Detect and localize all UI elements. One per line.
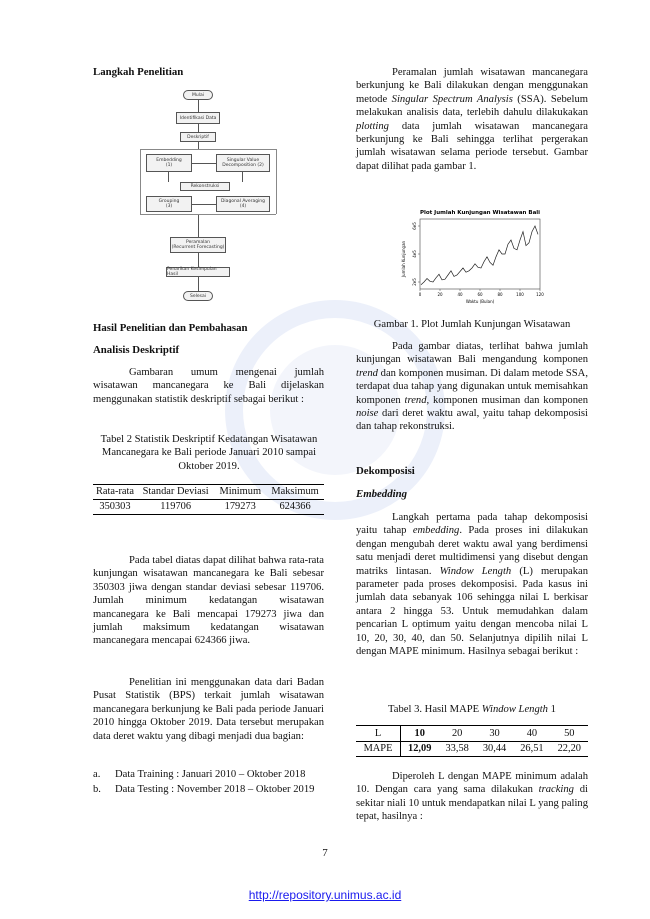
chart-xlabel: Waktu (Bulan) xyxy=(466,299,495,304)
flow-recon: Rekonstruksi xyxy=(180,182,230,191)
t2-h2: Standar Deviasi xyxy=(142,486,209,497)
t3-r1c1: 10 xyxy=(414,728,425,739)
para-pada-tabel: Pada tabel diatas dapat dilihat bahwa ra… xyxy=(93,555,324,647)
table2: Rata-rata Standar Deviasi Minimum Maksim… xyxy=(93,484,324,515)
flow-diag: Diagonal Averaging(4) xyxy=(216,196,270,212)
heading-embedding: Embedding xyxy=(356,488,407,500)
t3-r1c0: L xyxy=(356,725,401,742)
t3-r1c4: 40 xyxy=(526,728,538,739)
table3: L 10 20 30 40 50 MAPE 12,09 33,58 30,44 … xyxy=(356,725,588,757)
t3-r2c0: MAPE xyxy=(356,741,401,757)
t3-r1c2: 20 xyxy=(451,728,463,739)
t3-r2c1: 12,09 xyxy=(408,743,432,754)
t2-h4: Maksimum xyxy=(271,486,319,497)
y-tick-label: 2e5 xyxy=(412,278,417,286)
flow-group: Grouping(3) xyxy=(146,196,192,212)
t2-c2: 119706 xyxy=(160,501,192,512)
heading-hasil: Hasil Penelitian dan Pembahasan xyxy=(93,322,248,334)
y-tick-label: 4e5 xyxy=(412,250,417,258)
flow-ident: Identifikasi Data xyxy=(176,112,220,124)
chart-frame xyxy=(419,218,541,290)
chart-title: Plot Jumlah Kunjungan Wisatawan Bali xyxy=(420,210,540,216)
chart-svg: Plot Jumlah Kunjungan Wisatawan Bali Jum… xyxy=(401,210,544,304)
series-line xyxy=(420,225,539,286)
t2-c3: 179273 xyxy=(224,501,256,512)
t3-r2c3: 30,44 xyxy=(482,743,507,754)
heading-dekomposisi: Dekomposisi xyxy=(356,465,415,477)
x-tick-label: 40 xyxy=(457,292,463,297)
flow-concl: Penarikan Kesimpulan Hasil xyxy=(166,267,230,277)
para-pada-gambar: Pada gambar diatas, terlihat bahwa jumla… xyxy=(356,341,589,433)
t3-r2c5: 22,20 xyxy=(557,743,581,754)
t3-r2c4: 26,51 xyxy=(520,743,544,754)
t3-r1c3: 30 xyxy=(489,728,500,739)
list-item: b. Data Testing : November 2018 – Oktobe… xyxy=(93,784,315,796)
flowchart: Mulai Identifikasi Data Deskriptif Embed… xyxy=(140,86,280,311)
x-tick-label: 100 xyxy=(516,292,524,297)
footer-link-wrap: http://repository.unimus.ac.id xyxy=(0,888,650,902)
heading-langkah-penelitian: Langkah Penelitian xyxy=(93,66,184,78)
table2-caption: Tabel 2 Statistik Deskriptif Kedatangan … xyxy=(100,434,318,472)
t3-r2c2: 33,58 xyxy=(445,743,469,754)
x-tick-label: 120 xyxy=(536,292,544,297)
x-tick-label: 60 xyxy=(477,292,483,297)
para-langkah: Langkah pertama pada tahap dekomposisi y… xyxy=(356,512,589,658)
y-tick-label: 6e5 xyxy=(412,222,417,230)
footer-url-link[interactable]: http://repository.unimus.ac.id xyxy=(248,888,402,902)
x-tick-label: 20 xyxy=(437,292,443,297)
flow-embed: Embedding(1) xyxy=(146,154,192,172)
table3-caption: Tabel 3. Hasil MAPE Window Length 1 xyxy=(388,704,556,715)
flow-end: Selesai xyxy=(183,291,213,301)
list-item: a. Data Training : Januari 2010 – Oktobe… xyxy=(93,769,306,780)
page-number: 7 xyxy=(322,847,328,859)
t3-r1c5: 50 xyxy=(564,728,575,739)
para-peramalan: Peramalan jumlah wisatawan mancanegara b… xyxy=(356,67,588,172)
chart-ylabel: Jumlah Kunjungan xyxy=(401,240,406,278)
t2-c4: 624366 xyxy=(279,501,311,512)
x-tick-label: 80 xyxy=(497,292,503,297)
x-tick-label: 0 xyxy=(419,292,422,297)
line-chart: Plot Jumlah Kunjungan Wisatawan Bali Jum… xyxy=(395,207,545,307)
flow-desc: Deskriptif xyxy=(180,132,216,142)
data-list: a. Data Training : Januari 2010 – Oktobe… xyxy=(93,768,324,797)
para-penelitian: Penelitian ini menggunakan data dari Bad… xyxy=(93,677,324,742)
figure-caption: Gambar 1. Plot Jumlah Kunjungan Wisatawa… xyxy=(373,319,571,330)
watermark-seal-center xyxy=(270,345,400,475)
t2-h3: Minimum xyxy=(219,486,262,497)
para-gambaran: Gambaran umum mengenai jumlah wisatawan … xyxy=(93,367,324,405)
para-diperoleh: Diperoleh L dengan MAPE minimum adalah 1… xyxy=(356,771,588,823)
heading-analisis-deskriptif: Analisis Deskriptif xyxy=(93,344,180,356)
t2-h1: Rata-rata xyxy=(95,486,135,497)
flow-start: Mulai xyxy=(183,90,213,100)
t2-c1: 350303 xyxy=(99,501,131,512)
flow-forecast: Peramalan(Recurrent Forecasting) xyxy=(170,237,226,253)
